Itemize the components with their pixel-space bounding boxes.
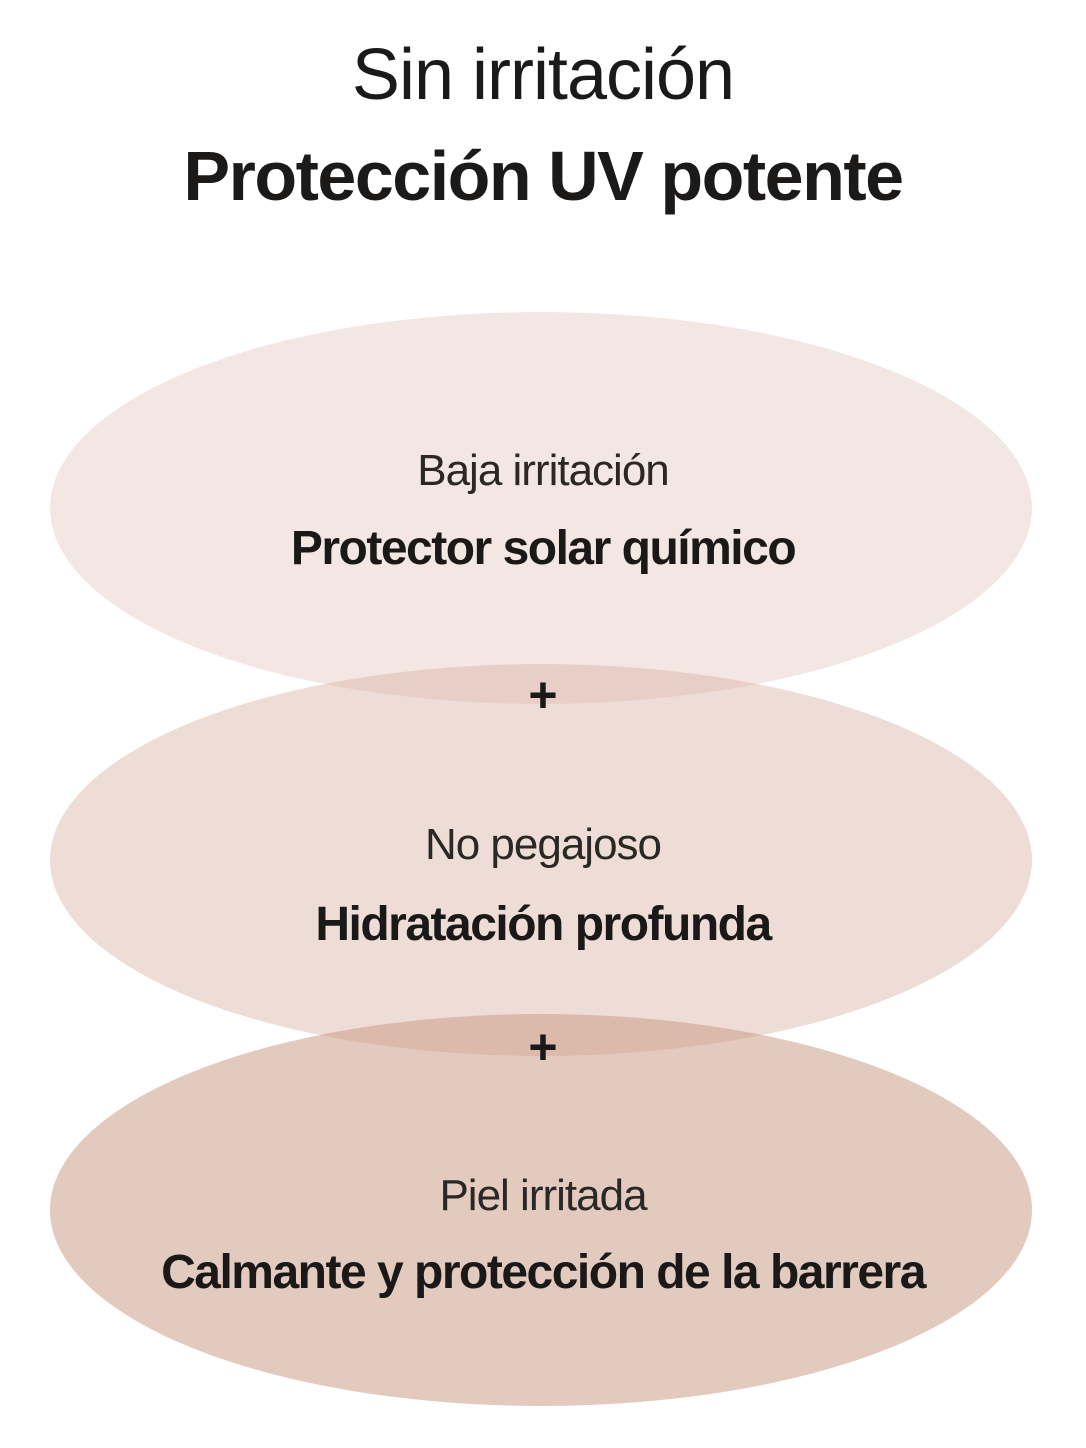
feature-2-title: Hidratación profunda [315,898,772,951]
feature-ellipse-3 [50,1014,1032,1406]
feature-1-subtitle: Baja irritación [417,446,670,495]
feature-ellipse-1 [50,312,1032,704]
feature-3-subtitle: Piel irritada [439,1171,647,1220]
feature-3-title: Calmante y protección de la barrera [161,1246,926,1299]
plus-separator-2: + [528,1019,558,1075]
feature-2-subtitle: No pegajoso [424,820,662,869]
feature-ellipse-2 [50,664,1032,1056]
headline-light: Sin irritación [351,35,735,115]
feature-1-title: Protector solar químico [290,522,797,575]
headline-bold: Protección UV potente [183,137,904,215]
plus-separator-1: + [528,667,558,723]
